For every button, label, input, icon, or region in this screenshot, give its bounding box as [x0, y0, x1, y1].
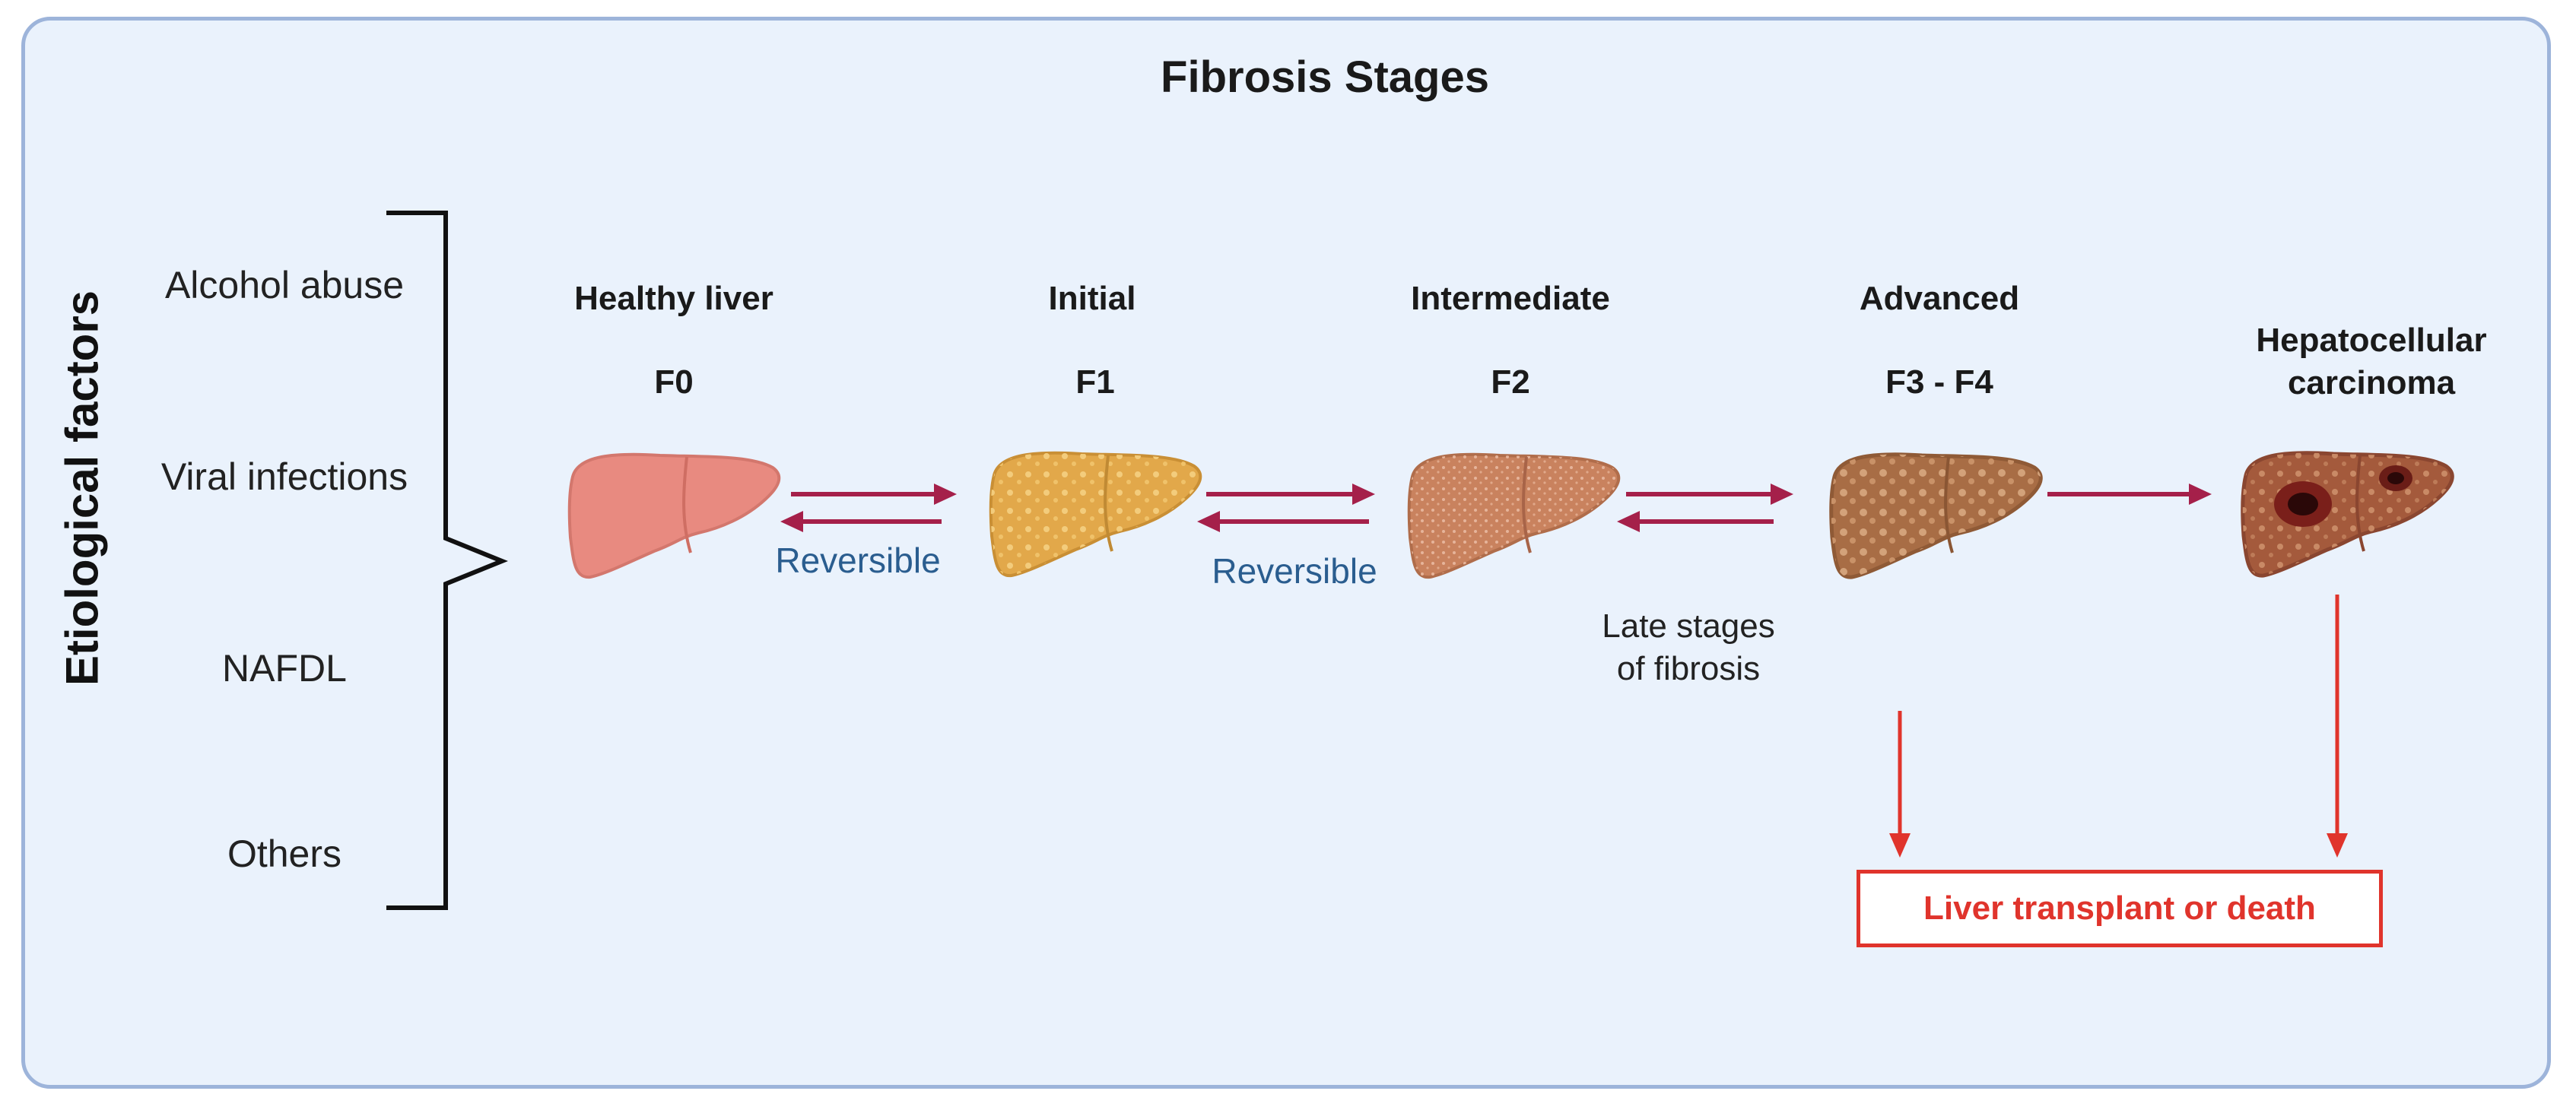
late-stages-label-line2: of fibrosis	[1616, 650, 1761, 687]
liver-hcc-icon	[2243, 453, 2453, 576]
diagram-title: Fibrosis Stages	[1161, 52, 1489, 102]
stage-code-f1: F1	[1075, 363, 1115, 401]
liver-f0-icon	[567, 452, 781, 579]
factor-alcohol: Alcohol abuse	[164, 264, 405, 306]
reversible-label-2: Reversible	[1212, 551, 1377, 591]
liver-f1-icon	[989, 451, 1202, 578]
stage-name-f0: Healthy liver	[574, 280, 773, 317]
outcome-text: Liver transplant or death	[1923, 890, 2316, 927]
stage-code-f3: F3 - F4	[1885, 363, 1993, 401]
outcome-box: Liver transplant or death	[1857, 870, 2383, 947]
liver-f3-icon	[1831, 455, 2041, 577]
stage-code-f2: F2	[1491, 363, 1530, 401]
stage-name-f1: Initial	[1048, 280, 1136, 317]
factor-nafdl: NAFDL	[222, 647, 347, 690]
liver-f2-icon	[1407, 452, 1621, 579]
late-stages-label-line1: Late stages	[1602, 607, 1775, 645]
stage-name-hcc-line2: carcinoma	[2287, 364, 2456, 401]
reversible-label-1: Reversible	[775, 541, 941, 580]
factors-bracket	[386, 211, 508, 910]
etiological-factors-label: Etiological factors	[56, 290, 108, 687]
stage-name-f2: Intermediate	[1411, 280, 1610, 317]
stage-name-hcc-line1: Hepatocellular	[2256, 322, 2487, 359]
factor-others: Others	[227, 832, 342, 875]
factor-viral: Viral infections	[160, 455, 408, 498]
stage-name-f3: Advanced	[1859, 280, 2020, 317]
stage-code-f0: F0	[654, 363, 694, 401]
